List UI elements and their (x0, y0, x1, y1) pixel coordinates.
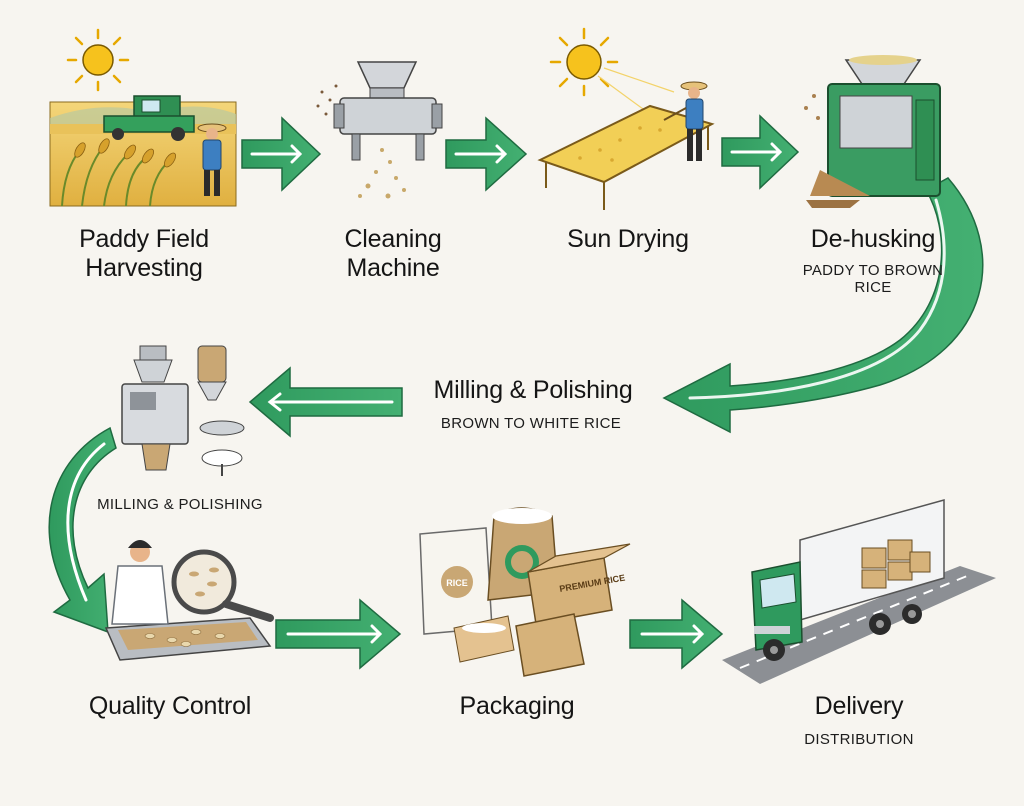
arrow-harvest-to-cleaning (241, 116, 322, 192)
step-subtitle-milling: BROWN TO WHITE RICE (440, 415, 622, 432)
farmer-icon (663, 81, 708, 161)
step-subtitle-delivery: DISTRIBUTION (804, 731, 914, 748)
arrow-quality-to-packaging (275, 598, 402, 670)
harvester-field-icon (49, 95, 237, 207)
step-title-dehusking: De-husking (810, 225, 936, 253)
step-subtitle-dehusking: PADDY TO BROWN RICE (802, 262, 944, 296)
arrow-packaging-to-delivery (629, 598, 724, 670)
step-title-harvest: Paddy Field Harvesting (79, 225, 209, 283)
arrow-milling-to-quality (48, 426, 117, 634)
step-title-cleaning-line1: Cleaning (344, 225, 442, 253)
farmer-icon (197, 123, 227, 196)
inspector-icon (104, 540, 274, 661)
drying-table-icon (537, 81, 715, 210)
cleaning-machine-icon (316, 61, 443, 199)
packages-icon: RICE PREMIUM RICE (419, 507, 631, 677)
step-title-cleaning: Cleaning Machine (344, 225, 441, 283)
step-title-packaging: Packaging (459, 692, 575, 720)
magnifier-icon (171, 549, 274, 622)
mill-icon-caption: MILLING & POLISHING (97, 496, 263, 513)
arrow-dehusking-to-milling (662, 177, 984, 434)
truck-icon (722, 499, 996, 684)
step-title-quality: Quality Control (88, 692, 252, 720)
step-title-milling: Milling & Polishing (433, 376, 633, 404)
step-title-cleaning-line2: Machine (346, 254, 440, 282)
arrow-cleaning-to-drying (445, 116, 528, 192)
step-title-harvest-line2: Harvesting (85, 254, 203, 282)
step-title-harvest-line1: Paddy Field (79, 225, 209, 253)
mill-icon (121, 345, 245, 476)
arrow-drying-to-dehusking (721, 114, 800, 190)
step-title-delivery: Delivery (814, 692, 904, 720)
arrow-milling-left (248, 366, 403, 438)
dehusker-icon (804, 55, 941, 208)
step-title-drying: Sun Drying (567, 225, 689, 253)
sun-icon (66, 28, 130, 92)
package-bag-label: RICE (446, 578, 468, 588)
sun-icon (549, 27, 675, 118)
